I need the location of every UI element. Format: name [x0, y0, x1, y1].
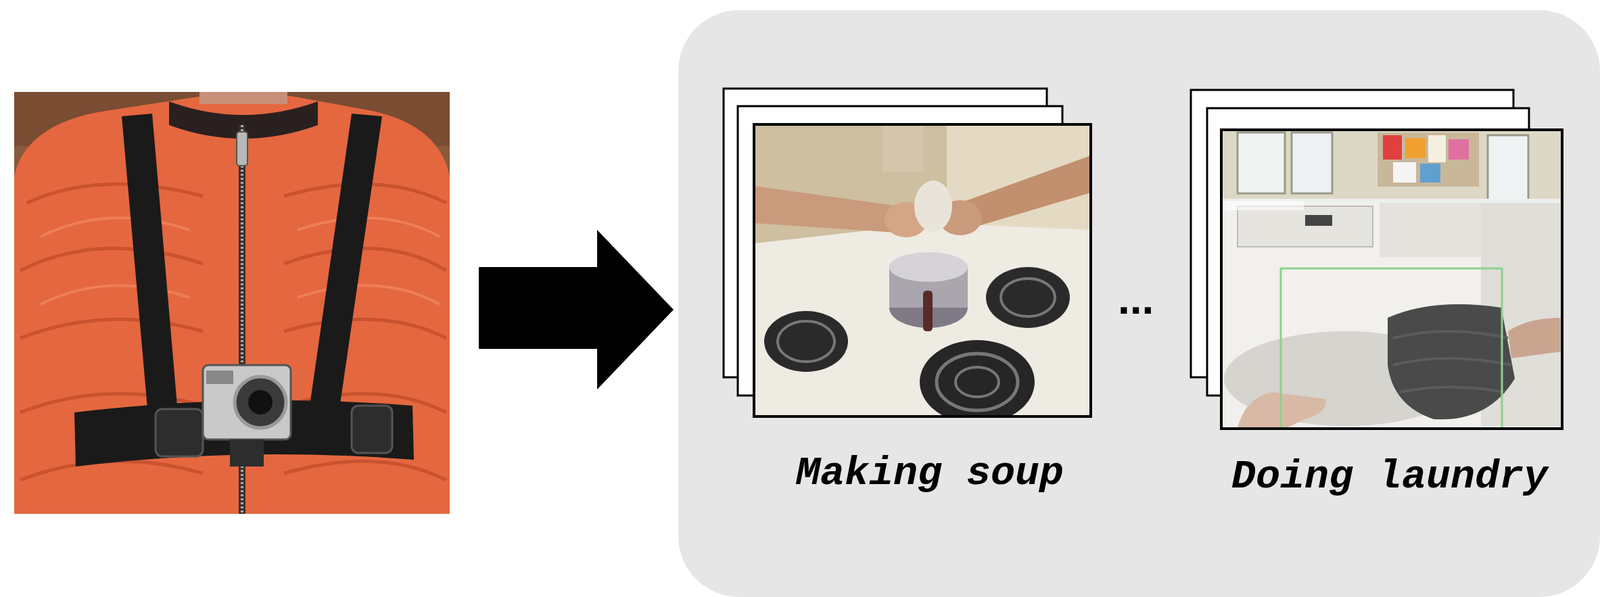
camera-photo-part-part: [20, 393, 203, 413]
camera-photo-part-part: [284, 393, 447, 413]
camera-photo-part-part: [20, 248, 203, 271]
camera-photo-part: [229, 439, 264, 467]
camera-photo-part-part: [20, 319, 203, 339]
ellipsis-text: ...: [1117, 277, 1154, 321]
camera-photo-part: [199, 91, 288, 105]
camera-photo-part-part: [20, 461, 203, 481]
camera-photo-part-part: [284, 319, 447, 339]
frame-stack-label: Doing laundry: [1186, 89, 1593, 498]
camera-photo-part: [206, 370, 234, 385]
camera-photo-part-part: [27, 183, 203, 203]
camera-photo-part-part: [284, 183, 447, 203]
camera-photo-part-part: [40, 217, 190, 237]
flow-arrow: [478, 229, 674, 390]
camera-photo-part: [234, 376, 287, 429]
camera-photo-part: [236, 131, 248, 166]
camera-photo-part: [155, 409, 203, 457]
frame-panel: ... Making soup Doing laundry: [678, 10, 1600, 597]
camera-photo-part: [74, 400, 414, 467]
camera-photo-part-part: [40, 285, 190, 305]
camera-photo-part: [14, 91, 450, 147]
activity-label: Doing laundry: [1231, 456, 1548, 498]
camera-photo-part: [121, 113, 178, 409]
camera-photo-part: [240, 125, 244, 514]
camera-photo-part: [309, 113, 383, 409]
camera-photo-part-part: [284, 248, 447, 271]
camera-photo-part: [14, 91, 450, 514]
camera-photo-part: [248, 390, 273, 415]
camera-photo: [14, 91, 450, 514]
camera-photo-part-part: [297, 217, 440, 237]
camera-photo-part: [20, 183, 447, 481]
camera-photo-part: [14, 96, 450, 514]
camera-photo-part-part: [284, 461, 447, 481]
frame-stack-label: Making soup: [723, 88, 1137, 494]
activity-label: Making soup: [795, 453, 1064, 494]
camera-photo-part: [202, 365, 291, 440]
camera-photo-part: [238, 125, 246, 514]
camera-photo-part: [351, 405, 393, 454]
camera-photo-part: [169, 101, 318, 139]
camera-photo-part: [40, 217, 440, 305]
camera-photo-part-part: [297, 285, 440, 305]
